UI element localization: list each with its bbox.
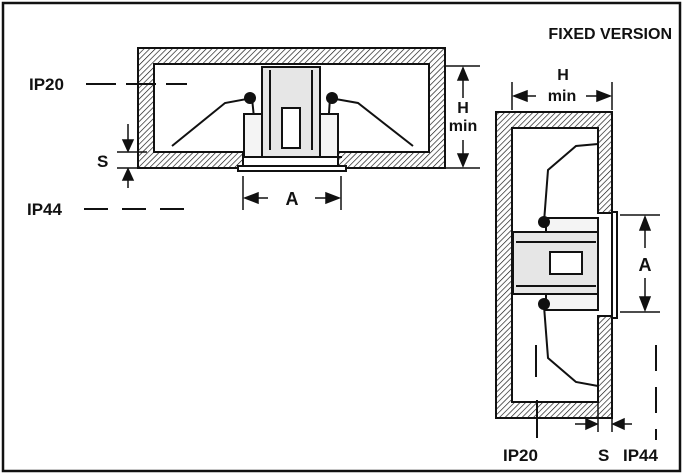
label-h-right: H [557, 67, 569, 84]
label-min-right: min [548, 88, 576, 105]
label-s-right: S [598, 446, 609, 465]
label-ip44-right: IP44 [623, 446, 659, 465]
h-min-dimension-right [511, 82, 613, 110]
spring-clip-left [244, 92, 256, 104]
s-dimension-left [117, 124, 147, 188]
s-dimension-right [575, 400, 632, 432]
downlight-fixture [171, 66, 414, 172]
label-ip44-left: IP44 [27, 200, 63, 219]
wall-mount-section: H min A IP20 S IP44 [495, 67, 660, 465]
a-dimension-left [242, 176, 342, 210]
label-a-left: A [286, 189, 299, 209]
label-h-left: H [457, 100, 469, 117]
spring-clip-bottom [538, 298, 550, 310]
label-ip20-right: IP20 [503, 446, 538, 465]
spring-clip-top [538, 216, 550, 228]
title-fixed-version: FIXED VERSION [548, 26, 672, 43]
label-s-left: S [97, 152, 108, 171]
ceiling-mount-section: IP20 IP44 S A [27, 47, 480, 219]
spring-clip-right [326, 92, 338, 104]
label-a-right: A [639, 255, 652, 275]
h-min-dimension-left [446, 65, 480, 169]
label-ip20-left: IP20 [29, 75, 64, 94]
wall-downlight-fixture [512, 143, 618, 387]
label-min-left: min [449, 118, 477, 135]
a-dimension-right [620, 214, 660, 313]
